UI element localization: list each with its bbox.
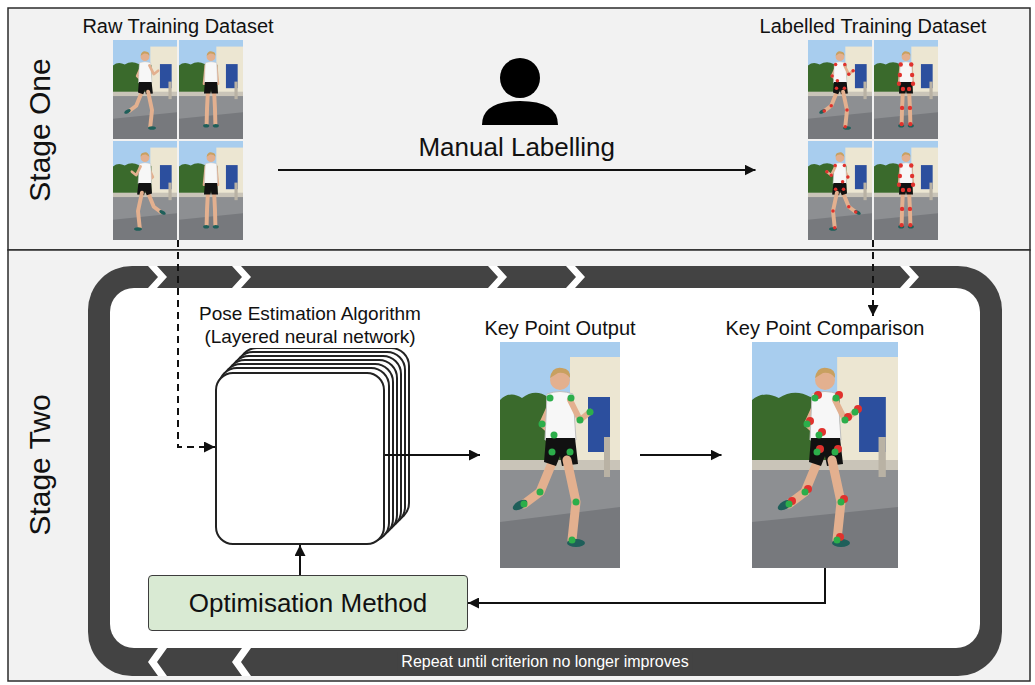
flow-arrow (385, 454, 480, 456)
panel-title: Key Point Output (480, 316, 640, 340)
photo-grid (808, 40, 938, 240)
flow-arrow (640, 454, 722, 456)
image-panel: Key Point Output (480, 316, 640, 568)
dataset-title: Labelled Training Dataset (756, 14, 991, 38)
image-panel: Key Point Comparison (722, 316, 929, 568)
process-label: Optimisation Method (189, 588, 427, 618)
stage-panel: Stage Two Pose Estimation Algorithm (Laye… (8, 250, 1030, 681)
flow-arrow (468, 568, 825, 603)
loop-arrow (88, 266, 1002, 676)
flow-arrow (299, 545, 301, 575)
image-dataset: Labelled Training Dataset (756, 14, 991, 240)
dataset-title: Raw Training Dataset (78, 14, 278, 38)
image-dataset: Raw Training Dataset (78, 14, 278, 240)
stage-title: Stage Two (23, 394, 57, 535)
person-icon (482, 58, 558, 125)
process-box: Optimisation Method (148, 575, 468, 631)
photo (500, 342, 620, 568)
network-box: Pose Estimation Algorithm (Layered neura… (215, 372, 385, 545)
stage-band (8, 8, 1030, 250)
edge-label: Manual Labelling (414, 132, 619, 162)
flow-arrow (872, 240, 874, 316)
network-title: Pose Estimation Algorithm (Layered neura… (182, 302, 438, 348)
stage-panel: Stage One Raw Training Dataset Labelled Tr… (8, 8, 1030, 250)
flow-arrow (278, 169, 756, 171)
photo (752, 342, 898, 568)
panel-title: Key Point Comparison (722, 316, 929, 340)
stage-title: Stage One (23, 58, 57, 201)
photo-grid (113, 40, 243, 240)
loop-caption: Repeat until criterion no longer improve… (397, 652, 692, 672)
stage-band (8, 250, 1030, 681)
